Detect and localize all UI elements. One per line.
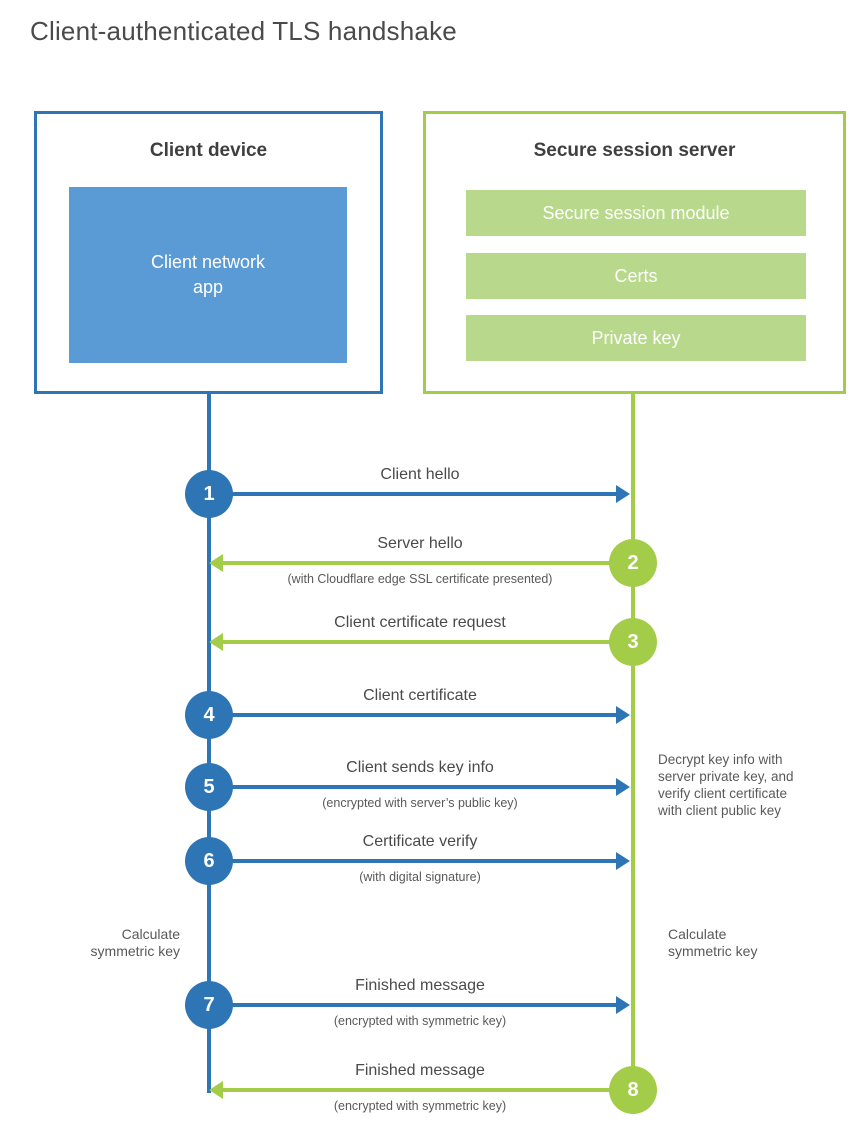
step-label: Finished message — [355, 977, 485, 994]
calc-right-line2: symmetric key — [668, 943, 758, 959]
arrow-line — [223, 561, 633, 565]
step-number-badge: 3 — [609, 618, 657, 666]
calc-right-line1: Calculate — [668, 926, 727, 942]
calc-left-line1: Calculate — [121, 926, 180, 942]
step-subtitle: (with digital signature) — [359, 870, 481, 884]
server-note-line4: with client public key — [658, 803, 782, 818]
step-subtitle: (encrypted with symmetric key) — [333, 1099, 507, 1113]
arrow-left-icon — [209, 1081, 223, 1099]
step-label: Client hello — [380, 466, 460, 483]
step-label: Client certificate — [363, 687, 477, 704]
arrow-right-icon — [616, 706, 630, 724]
arrow-right-icon — [616, 778, 630, 796]
calc-left-line2: symmetric key — [90, 943, 180, 959]
arrow-right-icon — [616, 485, 630, 503]
server-note-line3: verify client certificate — [658, 786, 788, 801]
page-title: Client-authenticated TLS handshake — [30, 16, 457, 46]
server-module-private-key: Private key — [466, 315, 806, 361]
step-number-badge: 4 — [185, 691, 233, 739]
arrow-right-icon — [616, 996, 630, 1014]
step-subtitle: (encrypted with server’s public key) — [322, 796, 518, 810]
client-calculate-symmetric-key-note: Calculate symmetric key — [40, 926, 180, 960]
client-network-app-box: Client network app — [69, 187, 347, 363]
step-number-badge: 6 — [185, 837, 233, 885]
client-app-label-line1: Client network — [150, 252, 266, 272]
step-label: Finished message — [355, 1062, 485, 1079]
arrow-line — [209, 859, 616, 863]
server-calculate-symmetric-key-note: Calculate symmetric key — [668, 926, 808, 960]
arrow-line — [209, 713, 616, 717]
server-lifeline — [631, 391, 635, 1097]
server-module-secure-session-module: Secure session module — [466, 190, 806, 236]
arrow-line — [223, 1088, 633, 1092]
step-number-badge: 5 — [185, 763, 233, 811]
step-subtitle: (with Cloudflare edge SSL certificate pr… — [287, 572, 553, 586]
arrow-right-icon — [616, 852, 630, 870]
client-app-label-line2: app — [192, 277, 224, 297]
arrow-line — [209, 492, 616, 496]
step-number-badge: 1 — [185, 470, 233, 518]
step-subtitle: (encrypted with symmetric key) — [333, 1014, 507, 1028]
step-label: Certificate verify — [362, 833, 478, 850]
step-number-badge: 8 — [609, 1066, 657, 1114]
server-note-line2: server private key, and — [658, 769, 794, 784]
client-device-title: Client device — [149, 140, 268, 161]
arrow-left-icon — [209, 554, 223, 572]
arrow-line — [223, 640, 633, 644]
step-number-badge: 2 — [609, 539, 657, 587]
step-label: Server hello — [377, 535, 463, 552]
step-label: Client certificate request — [334, 614, 506, 631]
step-label: Client sends key info — [346, 759, 494, 776]
server-module-certs: Certs — [466, 253, 806, 299]
arrow-line — [209, 1003, 616, 1007]
arrow-left-icon — [209, 633, 223, 651]
secure-session-server-title: Secure session server — [533, 140, 736, 161]
arrow-line — [209, 785, 616, 789]
client-lifeline — [207, 391, 211, 1093]
step-number-badge: 7 — [185, 981, 233, 1029]
server-note-line1: Decrypt key info with — [658, 752, 783, 767]
server-decrypt-note: Decrypt key info with server private key… — [658, 751, 843, 819]
